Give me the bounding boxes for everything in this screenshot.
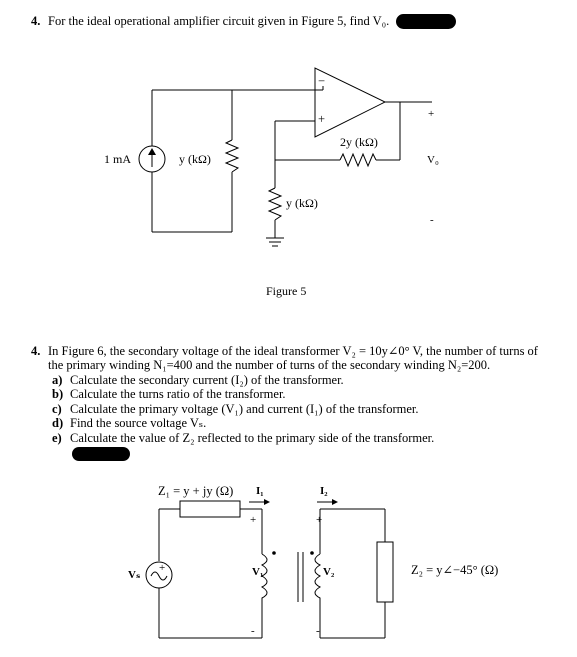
source-plus-sign: + [159,562,166,574]
feedback-resistor-label: 2y (kΩ) [340,135,378,149]
problem1-number: 4. [31,14,41,28]
z2-label: Z₂ = y∠−45° (Ω) [411,563,499,577]
op-amp [314,67,387,138]
item-text: Calculate the value of Z₂ reflected to t… [70,431,435,445]
resistor-ground [267,187,283,221]
redaction-mark [396,14,456,29]
opamp-plus-sign: + [318,112,326,126]
output-voltage-label: V₀ [427,154,439,166]
problem1-question: For the ideal operational amplifier circ… [48,14,390,28]
item-text: Calculate the turns ratio of the transfo… [70,387,286,401]
i1-label: I₁ [256,485,264,497]
impedance-z1 [179,500,241,518]
problem2-intro-line2: the primary winding N₁=400 and the numbe… [48,358,491,372]
output-minus-sign: - [430,214,434,226]
item-letter: c) [52,402,62,416]
item-letter: e) [52,431,62,445]
item-text: Calculate the primary voltage (V₁) and c… [70,402,419,416]
item-letter: b) [52,387,64,401]
primary-minus-sign: - [251,625,255,637]
secondary-minus-sign: - [316,625,320,637]
opamp-minus-sign: − [318,74,326,88]
problem2-intro-line1: In Figure 6, the secondary voltage of th… [48,344,538,358]
item-letter: a) [52,373,63,387]
item-letter: d) [52,416,64,430]
item-text: Calculate the secondary current (I₂) of … [70,373,344,387]
v1-label: V₁ [252,566,264,578]
problem2-number: 4. [31,344,41,358]
secondary-plus-sign: + [316,514,323,526]
current-source [138,145,166,173]
resistor-feedback [339,152,377,168]
v2-label: V₂ [323,566,335,578]
primary-plus-sign: + [250,514,257,526]
primary-coil [260,553,268,600]
item-text: Find the source voltage Vₛ. [70,416,207,430]
redaction-mark [72,447,130,461]
vs-label: Vₛ [128,569,141,581]
ground-resistor-label: y (kΩ) [286,196,318,210]
z1-label: Z₁ = y + jy (Ω) [158,484,234,498]
impedance-z2 [376,541,394,603]
secondary-coil [314,553,322,600]
resistor-shunt [224,139,240,173]
current-source-label: 1 mA [104,152,131,166]
figure-5-caption: Figure 5 [266,284,307,298]
i2-label: I₂ [320,485,328,497]
voltage-source [145,561,173,589]
shunt-resistor-label: y (kΩ) [179,152,211,166]
output-plus-sign: + [428,108,435,120]
